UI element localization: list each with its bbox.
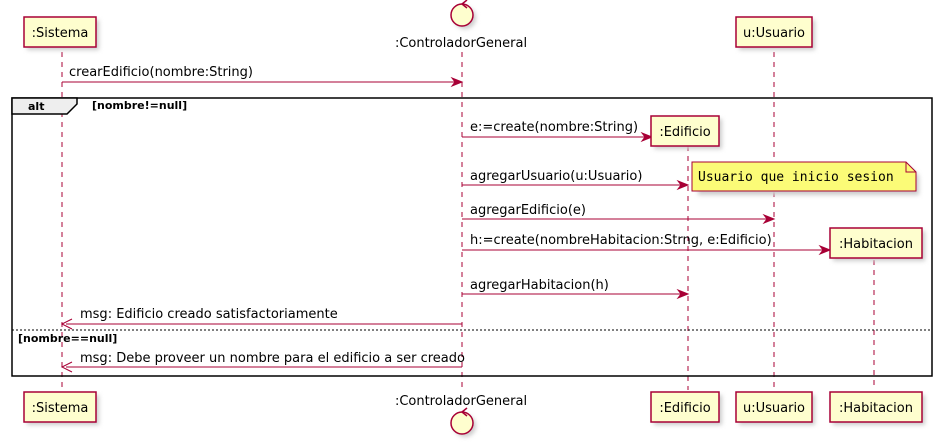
participant-label: :Sistema: [32, 401, 89, 416]
participant-edificio-created: :Edificio: [650, 115, 722, 149]
message-agregar-edificio: agregarEdificio(e): [462, 203, 776, 225]
participant-label: :Edificio: [659, 125, 710, 140]
participant-controlador-top: :ControladorGeneral: [395, 0, 527, 51]
participant-label: :ControladorGeneral: [395, 394, 527, 409]
message-label: crearEdificio(nombre:String): [69, 65, 253, 80]
participant-usuario-top: u:Usuario: [735, 16, 815, 50]
participant-label: :Habitacion: [839, 237, 913, 252]
participant-sistema-top: :Sistema: [23, 16, 99, 50]
fragment-operator: alt: [28, 100, 44, 113]
fragment-guard: [nombre!=null]: [92, 99, 187, 112]
message-create-habitacion: h:=create(nombreHabitacion:Strng, e:Edif…: [462, 233, 832, 256]
participant-label: :Edificio: [659, 401, 710, 416]
message-agregar-habitacion: agregarHabitacion(h): [462, 278, 690, 300]
note-text: Usuario que inicio sesion: [698, 170, 894, 185]
message-label: agregarUsuario(u:Usuario): [470, 169, 642, 184]
message-agregar-usuario: agregarUsuario(u:Usuario): [462, 169, 690, 191]
message-return-success: msg: Edificio creado satisfactoriamente: [60, 307, 462, 330]
message-label: msg: Edificio creado satisfactoriamente: [80, 307, 338, 322]
message-label: agregarEdificio(e): [470, 203, 586, 218]
participant-label: :Sistema: [32, 26, 89, 41]
message-label: e:=create(nombre:String): [470, 120, 638, 135]
message-return-error: msg: Debe proveer un nombre para el edif…: [60, 351, 465, 373]
control-icon: [450, 3, 474, 27]
participant-habitacion-created: :Habitacion: [829, 227, 925, 261]
message-create-edificio: e:=create(nombre:String): [462, 120, 654, 143]
fragment-guard: [nombre==null]: [18, 332, 117, 345]
participant-edificio-bottom: :Edificio: [650, 391, 722, 425]
participant-label: :ControladorGeneral: [395, 36, 527, 51]
participant-label: u:Usuario: [743, 401, 805, 416]
message-crear-edificio: crearEdificio(nombre:String): [62, 65, 464, 88]
participant-sistema-bottom: :Sistema: [23, 391, 99, 425]
participant-controlador-bottom: :ControladorGeneral: [395, 394, 527, 437]
alt-fragment: alt [nombre!=null] [nombre==null]: [11, 97, 933, 377]
message-label: msg: Debe proveer un nombre para el edif…: [80, 351, 465, 366]
note-usuario: Usuario que inicio sesion: [691, 161, 919, 195]
message-label: h:=create(nombreHabitacion:Strng, e:Edif…: [470, 233, 772, 248]
control-icon: [450, 411, 474, 435]
participant-habitacion-bottom: :Habitacion: [829, 391, 925, 425]
participant-label: u:Usuario: [743, 26, 805, 41]
participant-label: :Habitacion: [839, 401, 913, 416]
message-label: agregarHabitacion(h): [470, 278, 609, 293]
participant-usuario-bottom: u:Usuario: [735, 391, 815, 425]
